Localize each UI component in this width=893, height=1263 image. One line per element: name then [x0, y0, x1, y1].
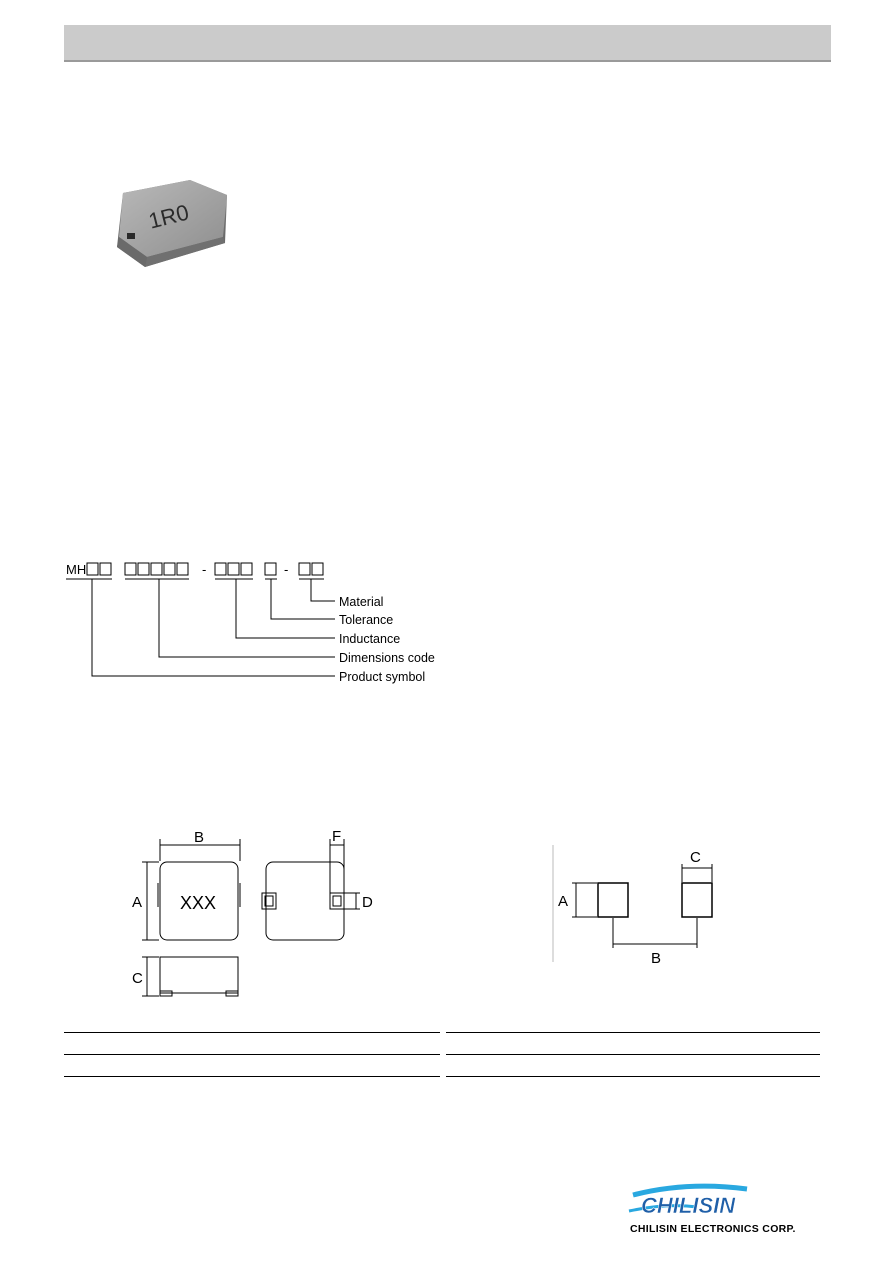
dim-label-a: A: [132, 894, 142, 911]
label-tolerance: Tolerance: [339, 613, 393, 627]
company-logo: CHILISIN: [628, 1183, 748, 1218]
product-photo: 1R0: [117, 180, 227, 267]
logo-text: CHILISIN: [641, 1193, 736, 1218]
part-prefix: MH: [66, 562, 86, 577]
label-inductance: Inductance: [339, 632, 400, 646]
dim-label-b: B: [194, 829, 204, 846]
table-rule-left-2: [64, 1054, 440, 1055]
table-rule-left-3: [64, 1076, 440, 1077]
table-rule-right-1: [446, 1032, 820, 1033]
label-material: Material: [339, 595, 383, 609]
label-dimensions-code: Dimensions code: [339, 651, 435, 665]
component-marking: XXX: [180, 893, 216, 913]
land-label-b: B: [651, 950, 661, 967]
table-rule-right-2: [446, 1054, 820, 1055]
label-product-symbol: Product symbol: [339, 670, 425, 684]
land-label-a: A: [558, 893, 568, 910]
dimension-drawing: B F A D C XXX: [132, 828, 373, 997]
dim-label-f: F: [332, 828, 341, 845]
table-rule-left-1: [64, 1032, 440, 1033]
dim-label-c: C: [132, 970, 143, 987]
part-dash-1: -: [202, 562, 206, 577]
table-rule-right-3: [446, 1076, 820, 1077]
part-dash-2: -: [284, 562, 288, 577]
company-name: CHILISIN ELECTRONICS CORP.: [630, 1223, 796, 1235]
part-number-diagram: MH - - Material Tolerance Inductance Dim…: [66, 562, 435, 684]
land-label-c: C: [690, 849, 701, 866]
land-pattern-drawing: A C B: [552, 845, 713, 967]
header-bar: [64, 25, 831, 62]
dim-label-d: D: [362, 894, 373, 911]
